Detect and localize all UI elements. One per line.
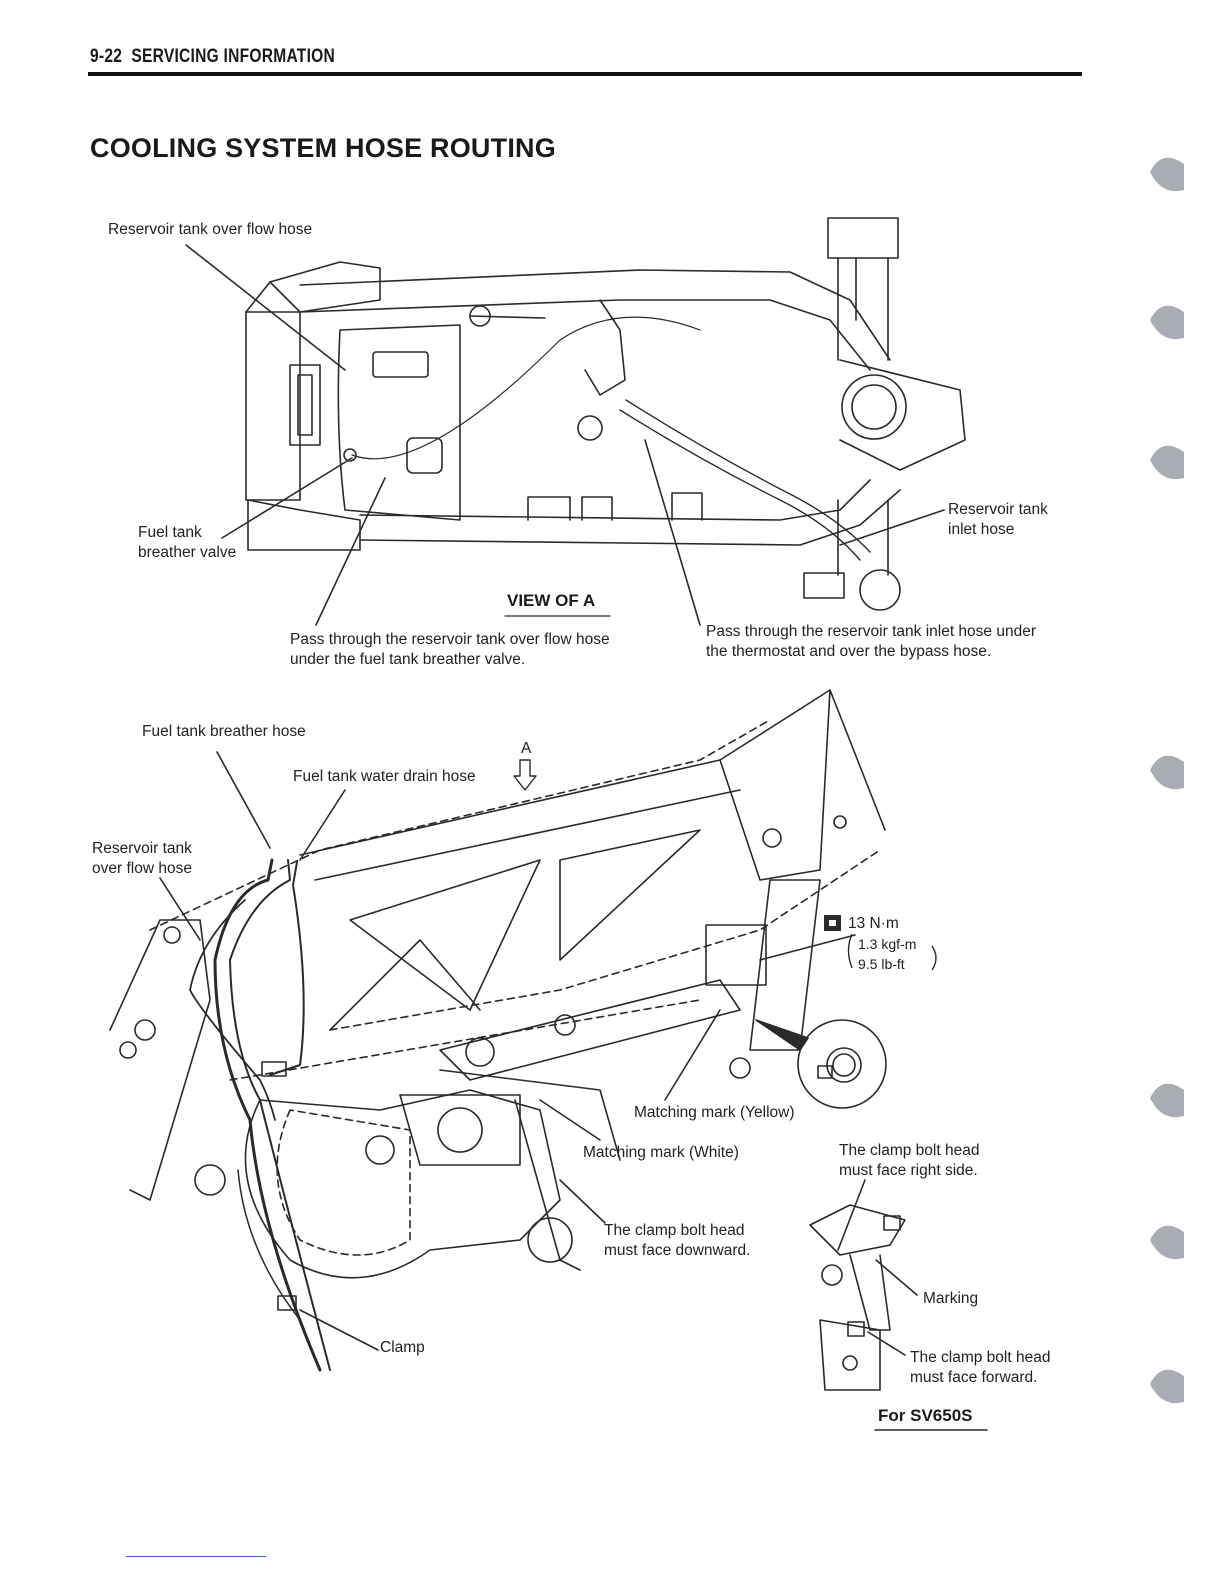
label-clamp-forward: The clamp bolt head must face forward.	[910, 1349, 1051, 1386]
label-clamp: Clamp	[380, 1339, 425, 1356]
section-number: 9-22	[90, 46, 123, 67]
label-matching-mark-white: Matching mark (White)	[583, 1144, 739, 1161]
sv650s-inset-drawing	[809, 1179, 918, 1391]
label-reservoir-overflow-side: Reservoir tank over flow hose	[92, 840, 192, 877]
label-reservoir-overflow-top: Reservoir tank over flow hose	[108, 221, 313, 238]
label-marking: Marking	[923, 1290, 979, 1307]
thumb-tab-2	[1150, 305, 1184, 340]
torque-kgf: 1.3 kgf-m	[858, 936, 917, 952]
note-inlet-routing: Pass through the reservoir tank inlet ho…	[706, 623, 1036, 660]
label-matching-mark-yellow: Matching mark (Yellow)	[634, 1104, 795, 1121]
thumb-tab-7	[1150, 1369, 1184, 1404]
view-of-a-caption: VIEW OF A	[507, 591, 596, 610]
thumb-tab-1	[1150, 157, 1184, 192]
header-rule	[88, 72, 1082, 76]
label-view-arrow-a: A	[521, 740, 532, 757]
torque-lbft: 9.5 lb-ft	[858, 956, 905, 972]
section-title: SERVICING INFORMATION	[131, 46, 336, 67]
label-reservoir-inlet: Reservoir tank inlet hose	[948, 501, 1048, 538]
top-frame-drawing	[185, 217, 966, 626]
torque-nm: 13 N·m	[848, 915, 899, 932]
label-clamp-right-side: The clamp bolt head must face right side…	[839, 1142, 980, 1179]
thumb-index-tabs	[1150, 157, 1184, 1404]
label-for-sv650s: For SV650S	[878, 1406, 973, 1425]
thumb-tab-6	[1150, 1225, 1184, 1260]
thumb-tab-5	[1150, 1083, 1184, 1118]
label-water-drain-hose: Fuel tank water drain hose	[293, 768, 476, 785]
label-clamp-downward: The clamp bolt head must face downward.	[604, 1222, 751, 1259]
label-fuel-breather-valve: Fuel tank breather valve	[138, 524, 237, 561]
side-frame-drawing	[109, 689, 887, 1372]
page-title: COOLING SYSTEM HOSE ROUTING	[90, 133, 556, 163]
footer-line	[126, 1556, 266, 1557]
page-header: 9-22 SERVICING INFORMATION	[90, 46, 335, 68]
thumb-tab-4	[1150, 755, 1184, 790]
label-fuel-breather-hose: Fuel tank breather hose	[142, 723, 306, 740]
thumb-tab-3	[1150, 445, 1184, 480]
note-overflow-routing: Pass through the reservoir tank over flo…	[290, 631, 610, 668]
